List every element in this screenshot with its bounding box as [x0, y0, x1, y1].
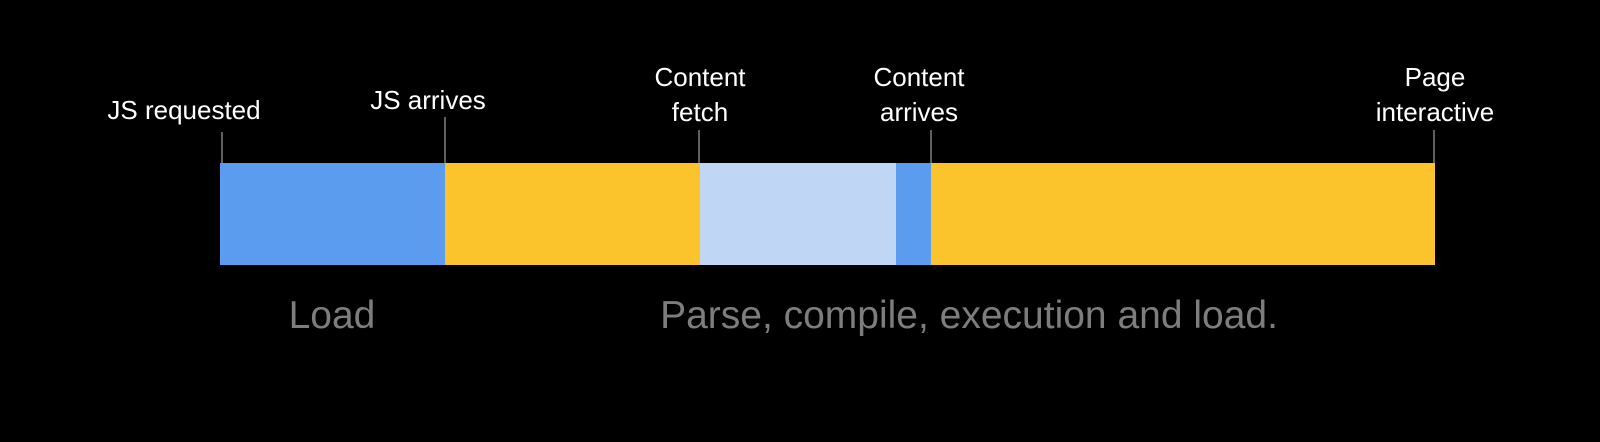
tick-line-page-interactive [1433, 130, 1435, 163]
caption-parse-compile-phase: Parse, compile, execution and load. [660, 294, 1278, 337]
milestone-label-js-arrives: JS arrives [370, 85, 486, 115]
tick-line-content-arrives [930, 130, 932, 163]
caption-load-phase: Load [288, 294, 376, 337]
milestone-label-js-requested: JS requested [107, 95, 261, 125]
tick-line-content-fetch [698, 130, 700, 163]
tick-line-js-arrives [444, 117, 446, 163]
segment-content-arrives [896, 163, 931, 265]
milestone-label-content-fetch: Content fetch [654, 62, 746, 127]
segment-content-fetch [700, 163, 896, 265]
segment-parse-compile-2 [931, 163, 1435, 265]
segment-parse-compile-1 [445, 163, 700, 265]
segment-js-download [220, 163, 445, 265]
timeline-bar [220, 163, 1435, 265]
milestone-label-page-interactive: Page interactive [1375, 62, 1495, 127]
tick-line-js-requested [221, 132, 223, 163]
milestone-label-content-arrives: Content arrives [873, 62, 965, 127]
